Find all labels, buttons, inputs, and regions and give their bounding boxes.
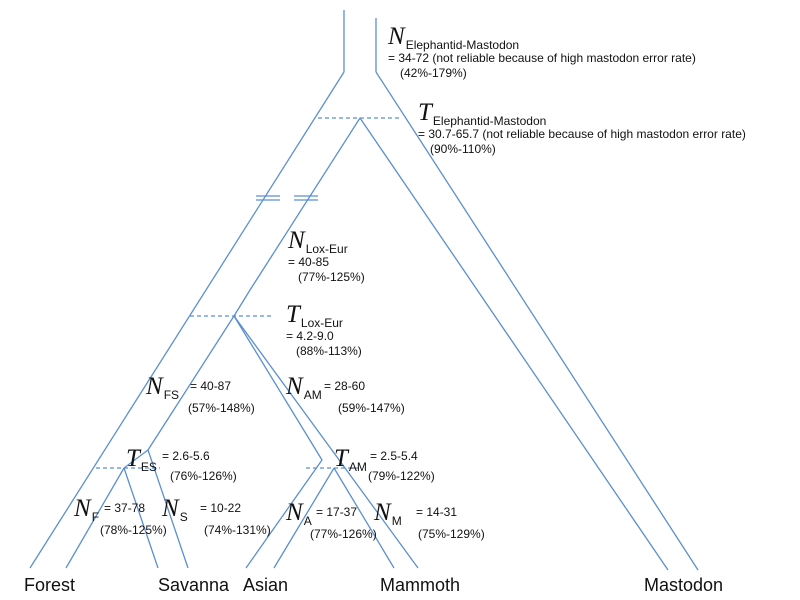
param-n-s: NS xyxy=(162,495,188,524)
param-t-am-ratio: (79%-122%) xyxy=(368,469,435,483)
param-n-lox-eur-value: = 40-85 xyxy=(288,255,330,269)
param-n-a-ratio: (77%-126%) xyxy=(310,527,377,541)
param-t-elephantid-mastodon-symbol: TElephantid-Mastodon xyxy=(418,99,547,128)
param-n-m-ratio: (75%-129%) xyxy=(418,527,485,541)
param-n-fs-ratio: (57%-148%) xyxy=(188,401,255,415)
param-t-fs-ratio: (76%-126%) xyxy=(170,469,237,483)
param-t-fs-subscript: ES xyxy=(140,460,157,474)
tip-label-savanna: Savanna xyxy=(158,575,230,595)
param-t-fs-value: = 2.6-5.6 xyxy=(162,449,210,463)
param-n-m-subscript: M xyxy=(391,514,402,528)
param-n-s-subscript: S xyxy=(179,510,188,524)
param-n-fs-subscript: FS xyxy=(163,388,180,402)
param-n-m: NM xyxy=(374,499,402,528)
mastodon-branch-inner xyxy=(359,117,669,571)
param-n-elephantid-mastodon-symbol: NElephantid-Mastodon xyxy=(388,23,520,52)
asian-inner-edge xyxy=(273,467,335,569)
mastodon-branch-outer xyxy=(375,71,699,571)
param-n-elephantid-mastodon-value: = 34-72 (not reliable because of high ma… xyxy=(388,51,696,65)
param-n-fs-symbol: N xyxy=(146,373,163,400)
param-n-elephantid-mastodon-ratio: (42%-179%) xyxy=(400,66,467,80)
elephantid-inner-edge xyxy=(233,117,361,317)
forest-inner-edge xyxy=(65,467,125,569)
param-t-lox-eur: TLox-Eur = 4.2-9.0 (88%-113%) xyxy=(286,302,362,357)
param-n-s-ratio: (74%-131%) xyxy=(204,523,271,537)
param-t-fs-symbol: T xyxy=(126,445,140,472)
param-t-elephantid-mastodon-value: = 30.7-65.7 (not reliable because of hig… xyxy=(418,127,746,141)
savanna-inner-edge xyxy=(123,449,149,469)
param-t-lox-eur-symbol: TLox-Eur xyxy=(286,301,343,330)
tip-label-mastodon: Mastodon xyxy=(644,575,724,595)
param-n-f-ratio: (78%-125%) xyxy=(100,523,167,537)
param-n-s-value: = 10-22 xyxy=(200,501,242,515)
param-t-elephantid-mastodon: TElephantid-Mastodon = 30.7-65.7 (not re… xyxy=(418,100,746,155)
param-t-fs: TES xyxy=(126,445,157,474)
am-left-edge xyxy=(233,315,323,569)
param-t-am: TAM xyxy=(334,445,367,474)
param-n-f-symbol: N xyxy=(74,495,91,522)
param-n-a-symbol: N xyxy=(286,499,303,526)
tip-label-forest: Forest xyxy=(24,575,76,595)
param-n-lox-eur: NLox-Eur = 40-85 (77%-125%) xyxy=(288,228,365,283)
param-n-f-subscript: F xyxy=(91,510,100,524)
param-n-lox-eur-symbol: NLox-Eur xyxy=(288,227,348,256)
param-t-am-subscript: AM xyxy=(348,460,367,474)
param-n-am-symbol: N xyxy=(286,373,303,400)
mammoth-inner-edge xyxy=(333,467,395,569)
param-n-elephantid-mastodon: NElephantid-Mastodon = 34-72 (not reliab… xyxy=(388,24,696,79)
param-n-m-value: = 14-31 xyxy=(416,505,458,519)
outer-left-edge xyxy=(29,71,345,569)
param-n-a-subscript: A xyxy=(303,514,312,528)
param-n-fs-value: = 40-87 xyxy=(190,379,232,393)
param-t-elephantid-mastodon-ratio: (90%-110%) xyxy=(430,142,496,156)
param-n-f: NF xyxy=(74,495,100,524)
param-n-a-value: = 17-37 xyxy=(316,505,358,519)
param-n-m-symbol: N xyxy=(374,499,391,526)
am-right-edge xyxy=(233,315,419,569)
savanna-left-edge xyxy=(123,467,159,569)
param-t-lox-eur-value: = 4.2-9.0 xyxy=(286,329,334,343)
param-n-am-ratio: (59%-147%) xyxy=(338,401,405,415)
param-n-am: NAM xyxy=(286,373,322,402)
tip-label-asian: Asian xyxy=(243,575,289,595)
param-n-s-symbol: N xyxy=(162,495,179,522)
param-t-am-value: = 2.5-5.4 xyxy=(370,449,418,463)
param-n-am-value: = 28-60 xyxy=(324,379,366,393)
param-t-am-symbol: T xyxy=(334,445,348,472)
param-n-a: NA xyxy=(286,499,312,528)
param-t-lox-eur-ratio: (88%-113%) xyxy=(296,344,362,358)
param-n-am-subscript: AM xyxy=(303,388,322,402)
param-n-fs: NFS xyxy=(146,373,180,402)
tip-label-mammoth: Mammoth xyxy=(380,575,461,595)
param-n-lox-eur-ratio: (77%-125%) xyxy=(298,270,365,284)
param-n-f-value: = 37-78 xyxy=(104,501,146,515)
